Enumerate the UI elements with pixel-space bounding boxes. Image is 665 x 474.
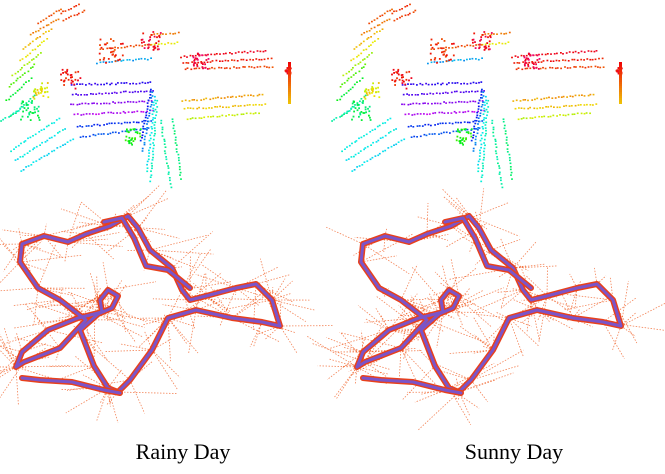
trajectory-map-rainy [0, 185, 334, 424]
caption-sunny: Sunny Day [464, 439, 564, 464]
point-cloud-rainy [0, 3, 292, 189]
point-cloud-sunny [331, 3, 623, 189]
caption-rainy: Rainy Day [135, 439, 231, 464]
trajectory-map-sunny [307, 188, 665, 431]
